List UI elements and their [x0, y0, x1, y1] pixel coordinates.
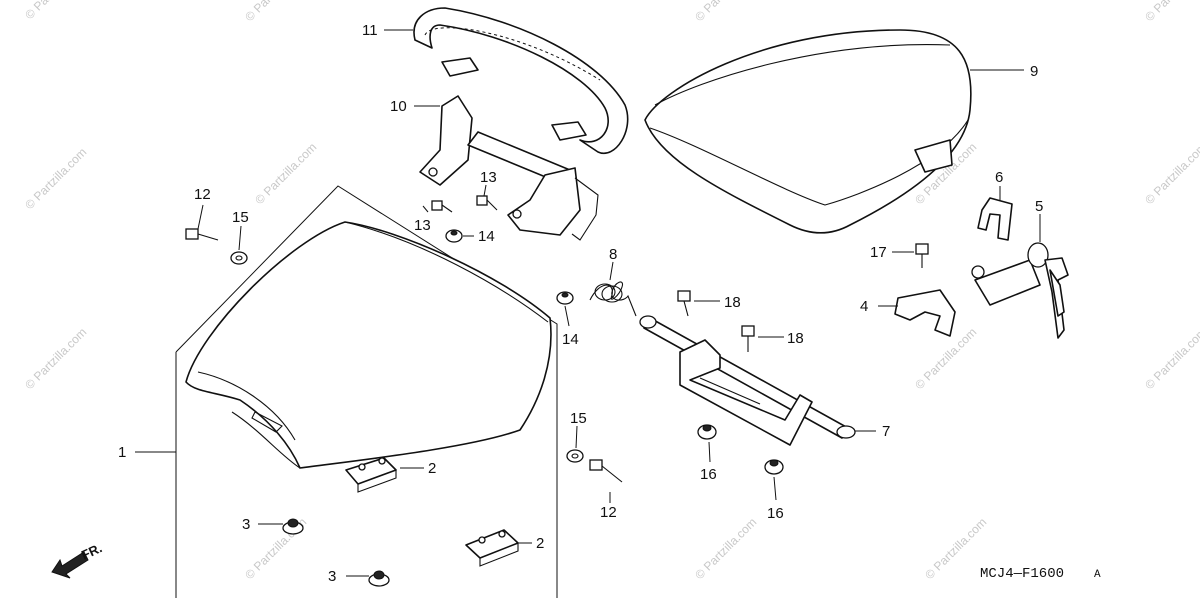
watermark-text: © Partzilla.com [252, 140, 319, 207]
nut-3b [368, 570, 390, 587]
callout-15b: 15 [570, 410, 587, 427]
callout-5: 5 [1035, 198, 1043, 215]
clip [977, 197, 1013, 241]
lower-hinge-bracket [679, 339, 813, 446]
callout-17: 17 [870, 244, 887, 261]
seat-bracket-a [345, 457, 397, 493]
bolt-13b [476, 195, 498, 211]
nut-3a [282, 518, 304, 535]
callout-3b: 3 [328, 568, 336, 585]
watermark-text: © Partzilla.com [692, 0, 759, 24]
watermark-text: © Partzilla.com [692, 515, 759, 582]
nut-14a [445, 229, 463, 243]
callouts: 1 2 2 3 3 4 5 6 7 8 9 10 11 12 12 13 13 … [118, 22, 1043, 585]
callout-11: 11 [362, 22, 378, 39]
front-label: FR. [79, 540, 104, 562]
seat-lock [971, 242, 1069, 339]
callout-16a: 16 [700, 466, 717, 483]
diagram-code-suffix: A [1094, 569, 1101, 581]
assembly-outline [175, 185, 558, 598]
callout-10: 10 [390, 98, 407, 115]
callout-14b: 14 [562, 331, 579, 348]
callout-8: 8 [609, 246, 617, 263]
nut-14b [556, 291, 574, 305]
hinge-bracket [419, 95, 599, 241]
lock-bracket [894, 289, 956, 337]
watermark-text: © Partzilla.com [22, 325, 89, 392]
grab-rail [413, 7, 629, 155]
callout-6: 6 [995, 169, 1003, 186]
bolt-13a [431, 200, 453, 213]
callout-1: 1 [118, 444, 126, 461]
callout-16b: 16 [767, 505, 784, 522]
callout-2b: 2 [536, 535, 544, 552]
bolt-18b [741, 325, 755, 352]
callout-15a: 15 [232, 209, 249, 226]
callout-12b: 12 [600, 504, 617, 521]
watermark-text: © Partzilla.com [22, 145, 89, 212]
leader-lines [135, 29, 1041, 577]
callout-13b: 13 [480, 169, 497, 186]
watermark-text: © Partzilla.com [1142, 325, 1200, 392]
callout-4: 4 [860, 298, 868, 315]
washer-15b [566, 449, 584, 463]
front-indicator: FR. [51, 540, 104, 579]
watermark-text: © Partzilla.com [1142, 140, 1200, 207]
watermark-text: © Partzilla.com [1142, 0, 1200, 24]
callout-3a: 3 [242, 516, 250, 533]
bolt-12b [589, 459, 623, 483]
watermark-text: © Partzilla.com [242, 0, 309, 24]
callout-18b: 18 [787, 330, 804, 347]
callout-18a: 18 [724, 294, 741, 311]
callout-2a: 2 [428, 460, 436, 477]
callout-12a: 12 [194, 186, 211, 203]
watermark-text: © Partzilla.com [22, 0, 89, 22]
seat-bracket-b [465, 529, 519, 567]
front-seat [185, 221, 552, 469]
rear-seat-cowl [644, 29, 972, 234]
nut-16b [764, 459, 784, 475]
callout-13a: 13 [414, 217, 431, 234]
diagram-code-text: MCJ4—F1600 [980, 566, 1064, 582]
diagram-code: MCJ4—F1600 A [980, 566, 1101, 582]
bolt-17 [915, 243, 929, 268]
nut-16a [697, 424, 717, 440]
washer-15a [230, 251, 248, 265]
callout-7: 7 [882, 423, 890, 440]
bolt-18a [677, 290, 691, 317]
bolt-12a [185, 228, 219, 241]
callout-9: 9 [1030, 63, 1038, 80]
hinge-spring [589, 281, 637, 317]
callout-14a: 14 [478, 228, 495, 245]
front-arrow-icon [51, 551, 89, 579]
